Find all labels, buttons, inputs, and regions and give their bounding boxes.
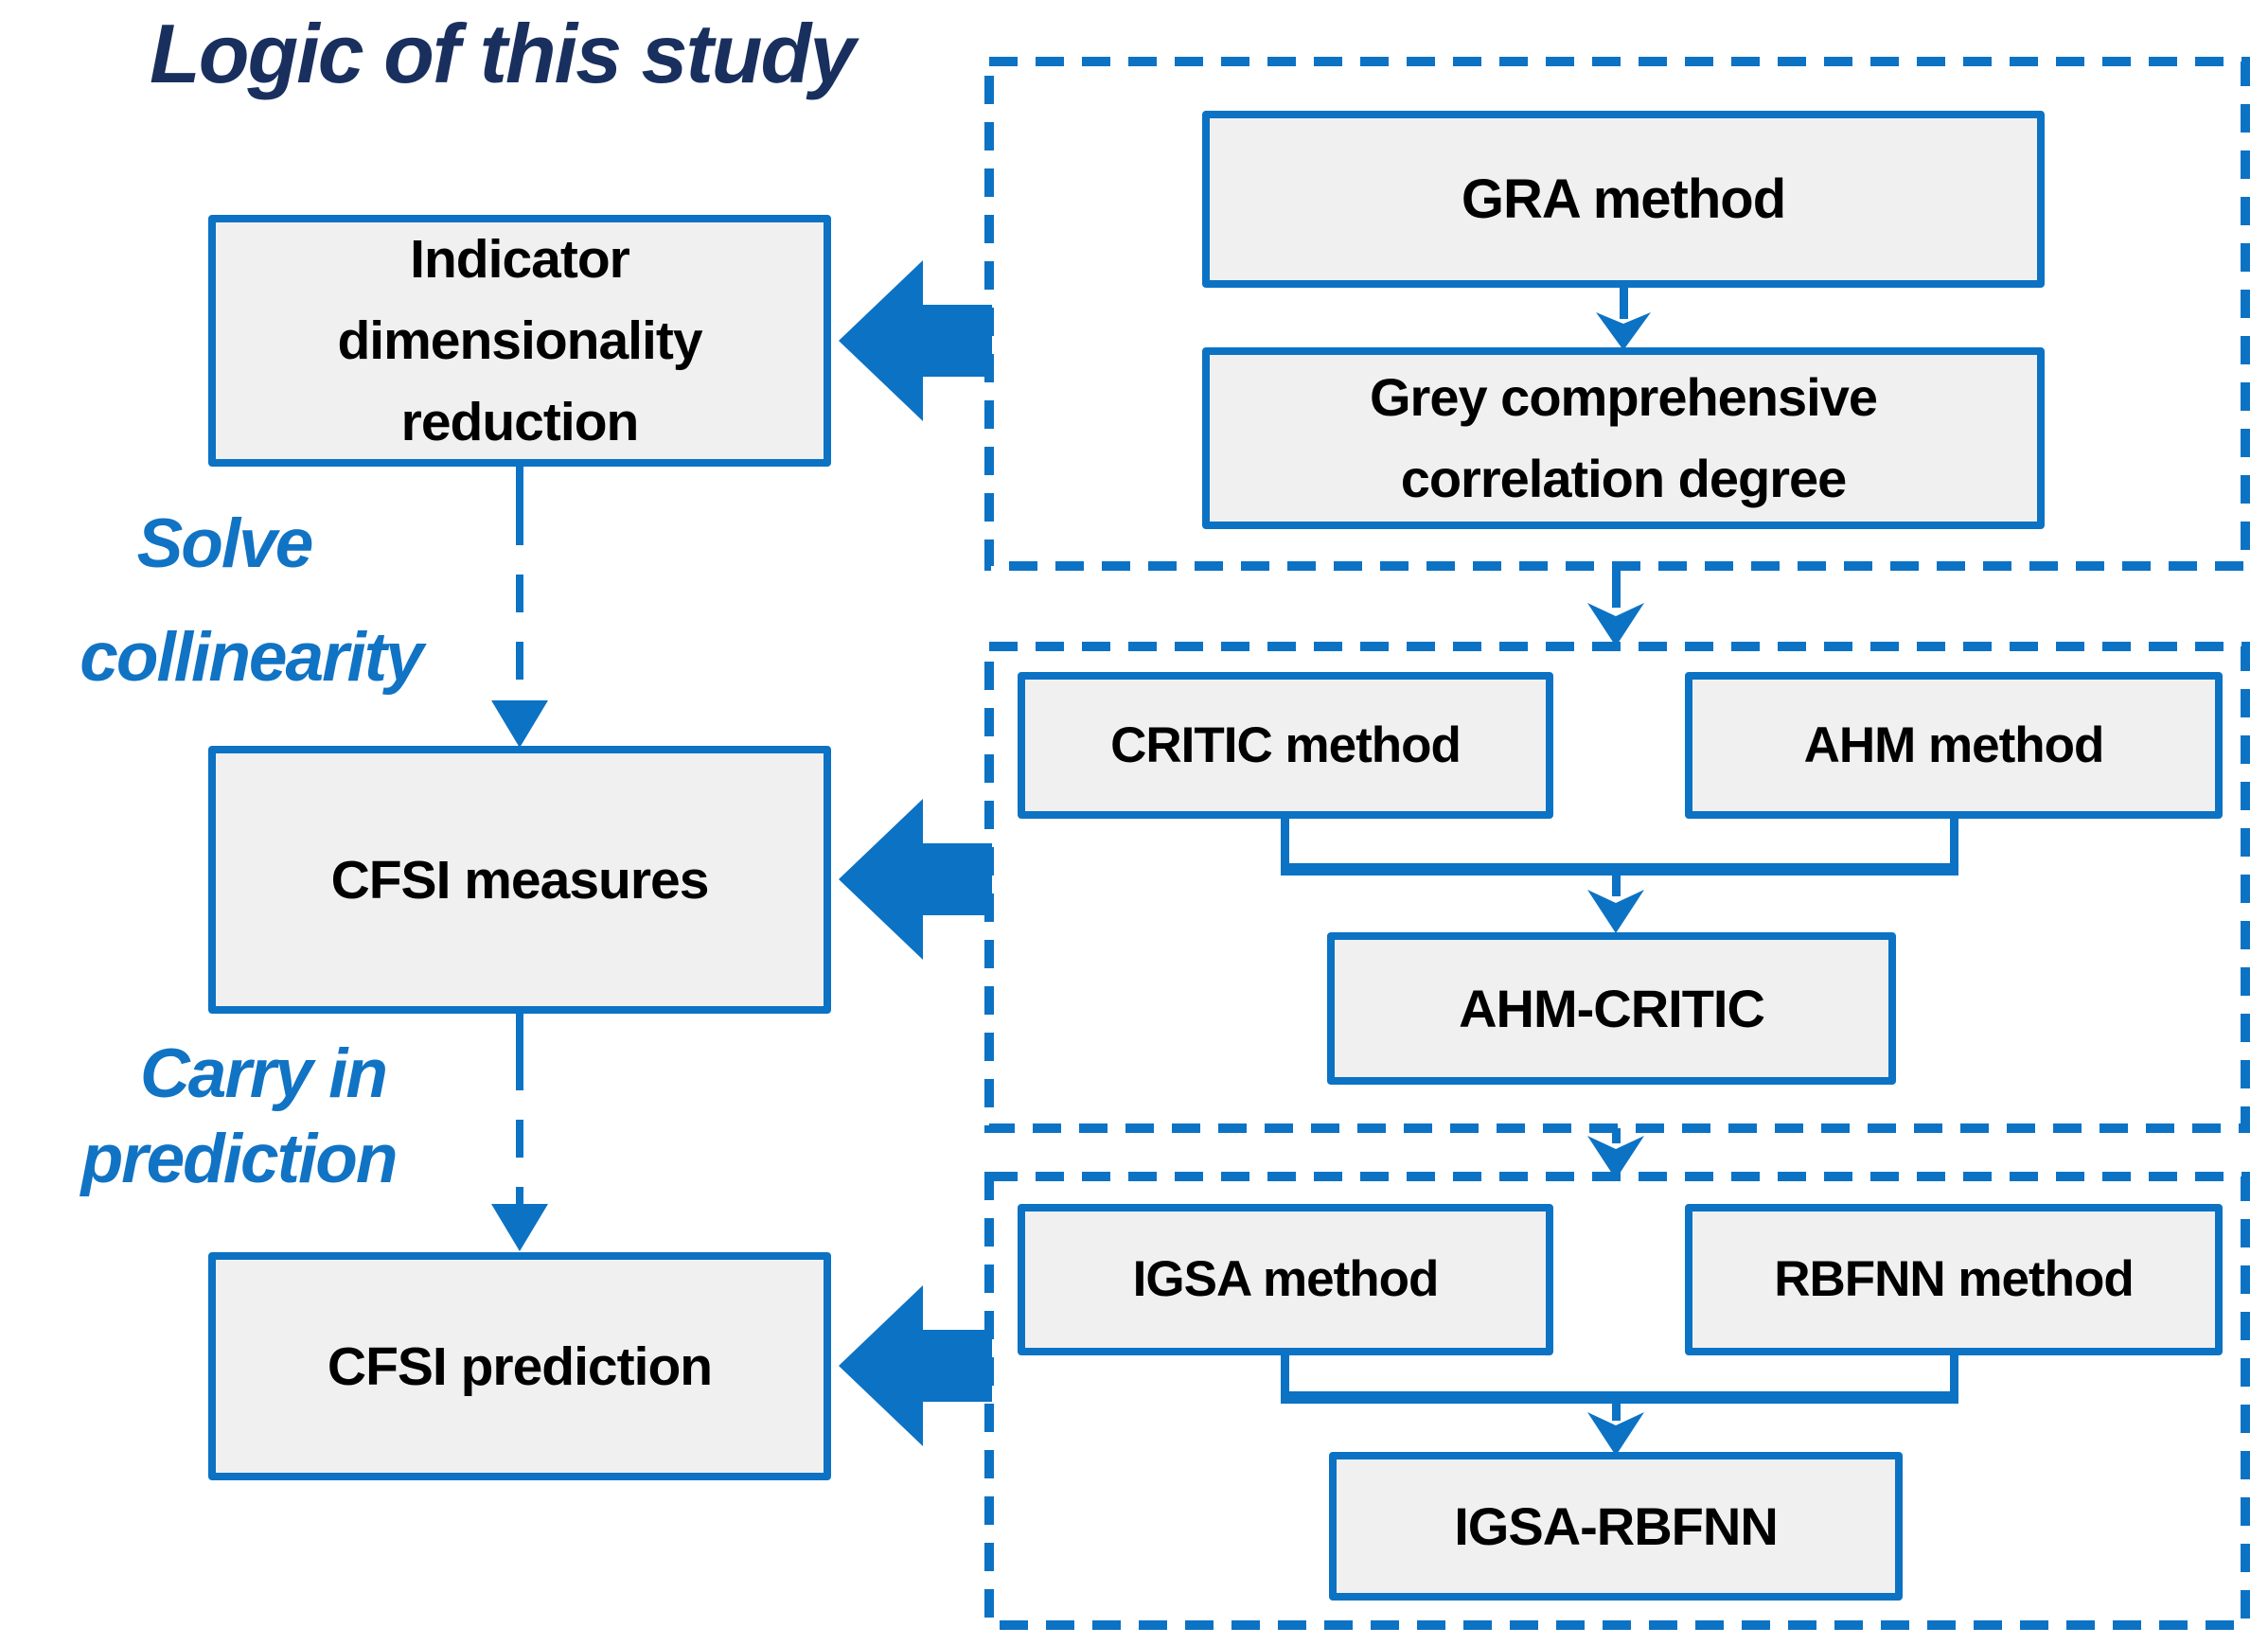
box-ahm-method: AHM method — [1685, 672, 2223, 819]
box-grey-comprehensive-correlation-degree: Grey comprehensive correlation degree — [1202, 347, 2045, 529]
box-rbfnn-method: RBFNN method — [1685, 1204, 2223, 1355]
connector-igsa-down — [1281, 1355, 1289, 1401]
box-label-line: GRA method — [1461, 168, 1786, 230]
note-carry-in: Carry in — [140, 1035, 388, 1112]
connector-merge-bar-group2 — [1281, 863, 1958, 876]
box-label-line: reduction — [400, 392, 640, 452]
block-arrow-to-cfsi-measures — [839, 799, 992, 960]
down-arrowhead-icon — [1587, 1412, 1644, 1456]
note-solve: Solve — [136, 505, 314, 582]
page-title: Logic of this study — [150, 7, 856, 100]
dashed-arrow-solve-collinearity — [491, 466, 548, 748]
box-label-line: dimensionality — [337, 310, 702, 371]
connector-ahm-down — [1950, 818, 1958, 870]
connector-rbfnn-down — [1950, 1355, 1958, 1401]
down-arrowhead-icon — [1587, 603, 1644, 646]
connector-critic-down — [1281, 818, 1289, 870]
box-label-line: AHM method — [1803, 716, 2105, 773]
down-arrowhead-icon — [1596, 312, 1651, 350]
connector-merge-to-igsa-rbfnn — [1612, 1404, 1621, 1421]
box-indicator-dimensionality-reduction: Indicator dimensionality reduction — [208, 215, 831, 467]
box-label-line: CRITIC method — [1110, 716, 1462, 773]
connector-group2-to-group3 — [1612, 1128, 1621, 1143]
box-label-line: RBFNN method — [1774, 1251, 2135, 1307]
box-label-line: IGSA method — [1132, 1251, 1440, 1307]
box-igsa-method: IGSA method — [1018, 1204, 1553, 1355]
down-arrowhead-icon — [491, 700, 548, 748]
block-arrow-to-indicator-reduction — [839, 260, 992, 421]
down-arrowhead-icon — [1587, 1136, 1644, 1179]
box-label-line: AHM-CRITIC — [1459, 978, 1765, 1038]
box-ahm-critic: AHM-CRITIC — [1327, 932, 1896, 1085]
connector-merge-to-ahm-critic — [1612, 876, 1621, 896]
down-arrowhead-icon — [1587, 890, 1644, 933]
box-critic-method: CRITIC method — [1018, 672, 1553, 819]
connector-gra-to-grey — [1620, 287, 1628, 319]
box-cfsi-measures: CFSI measures — [208, 746, 831, 1014]
connector-merge-bar-group3 — [1281, 1391, 1958, 1404]
dashed-group-prediction — [984, 1172, 2250, 1630]
box-label-line: Indicator — [410, 229, 630, 290]
box-gra-method: GRA method — [1202, 111, 2045, 288]
down-arrowhead-icon — [491, 1204, 548, 1251]
note-collinearity: collinearity — [80, 619, 423, 696]
box-label-line: IGSA-RBFNN — [1454, 1495, 1779, 1556]
box-cfsi-prediction: CFSI prediction — [208, 1252, 831, 1480]
box-label-line: CFSI prediction — [327, 1335, 713, 1397]
box-label-line: CFSI measures — [330, 849, 710, 911]
box-label-line: correlation degree — [1400, 449, 1848, 508]
box-label-line: Grey comprehensive — [1369, 367, 1878, 427]
note-prediction: prediction — [80, 1121, 399, 1197]
box-igsa-rbfnn: IGSA-RBFNN — [1329, 1452, 1903, 1601]
dashed-arrow-carry-in-prediction — [491, 1013, 548, 1251]
block-arrow-to-cfsi-prediction — [839, 1285, 992, 1446]
connector-group1-to-group2 — [1612, 566, 1621, 608]
